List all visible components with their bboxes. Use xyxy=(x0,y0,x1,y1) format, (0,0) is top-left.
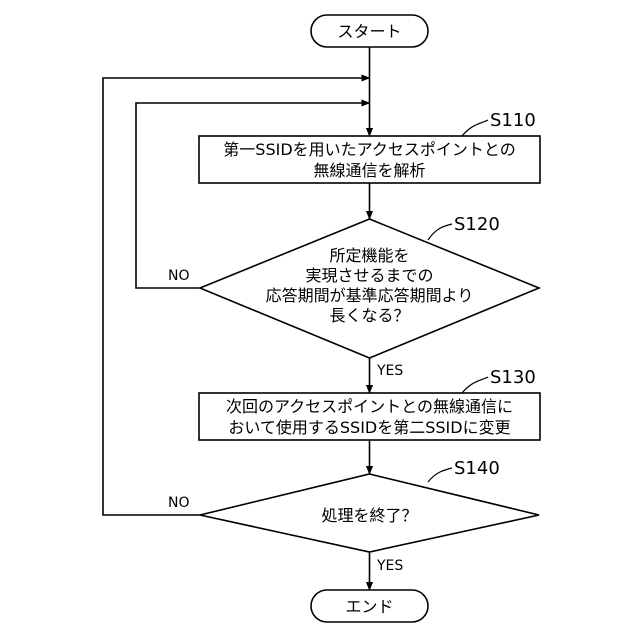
s130-leader xyxy=(462,377,488,393)
s110-text-line-1: 第一SSIDを用いたアクセスポイントとの xyxy=(223,140,515,159)
s120-text-line-3: 応答期間が基準応答期間より xyxy=(266,286,474,305)
s110-text-line-2: 無線通信を解析 xyxy=(313,161,425,180)
s120-text-line-2: 実現させるまでの xyxy=(305,266,433,285)
s130-text-line-2: おいて使用するSSIDを第二SSIDに変更 xyxy=(228,418,510,437)
s120-no-label: NO xyxy=(168,268,190,284)
s110-step-label: S110 xyxy=(490,110,536,131)
end-label: エンド xyxy=(345,597,393,616)
s110-leader xyxy=(462,120,488,136)
s130-step-label: S130 xyxy=(490,367,536,388)
s120-step-label: S120 xyxy=(454,214,500,235)
s120-text-line-1: 所定機能を xyxy=(329,246,409,265)
s140-step-label: S140 xyxy=(454,458,500,479)
s140-no-label: NO xyxy=(168,495,190,511)
s140-text-line-1: 処理を終了？ xyxy=(321,506,417,525)
s120-text-line-4: 長くなる？ xyxy=(329,306,409,325)
s130-text-line-1: 次回のアクセスポイントとの無線通信に xyxy=(226,397,513,416)
start-label: スタート xyxy=(337,22,401,41)
s120-leader xyxy=(428,224,452,240)
s120-yes-label: YES xyxy=(376,363,403,379)
s140-leader xyxy=(428,468,452,482)
s140-yes-label: YES xyxy=(376,558,403,574)
